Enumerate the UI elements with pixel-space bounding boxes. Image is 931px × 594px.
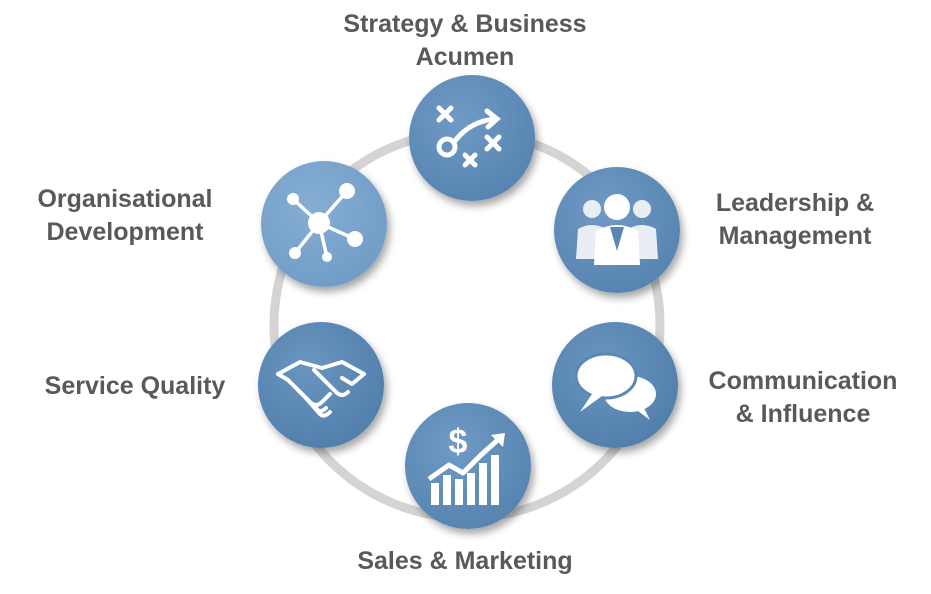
- label-sales: Sales & Marketing: [330, 545, 600, 578]
- label-organisational: Organisational Development: [20, 183, 230, 249]
- node-service: [258, 322, 384, 448]
- label-communication-line-2: & Influence: [735, 400, 871, 428]
- label-communication-line-1: Communication: [708, 367, 898, 395]
- label-sales-line-1: Sales & Marketing: [357, 547, 573, 575]
- label-strategy-line-2: Acumen: [415, 43, 515, 71]
- strategy-play-icon: [436, 105, 502, 168]
- label-leadership: Leadership & Management: [695, 187, 895, 253]
- label-leadership-line-2: Management: [718, 222, 872, 250]
- label-strategy-line-1: Strategy & Business: [343, 10, 587, 38]
- node-leadership: [554, 167, 680, 293]
- label-strategy: Strategy & Business Acumen: [310, 8, 620, 74]
- node-strategy: [409, 75, 535, 201]
- label-organisational-line-1: Organisational: [37, 185, 213, 213]
- label-service: Service Quality: [25, 370, 245, 403]
- node-organisational: [261, 161, 387, 287]
- node-sales: $: [405, 403, 531, 529]
- label-leadership-line-1: Leadership &: [715, 189, 875, 217]
- growth-chart-icon: $: [427, 423, 505, 505]
- people-group-icon: [576, 194, 658, 265]
- svg-text:$: $: [449, 423, 468, 461]
- label-communication: Communication & Influence: [692, 365, 914, 431]
- label-service-line-1: Service Quality: [44, 372, 226, 400]
- handshake-icon: [276, 360, 366, 418]
- node-communication: [552, 322, 678, 448]
- network-hub-icon: [287, 183, 363, 262]
- speech-bubbles-icon: [574, 352, 656, 420]
- label-organisational-line-2: Development: [46, 218, 204, 246]
